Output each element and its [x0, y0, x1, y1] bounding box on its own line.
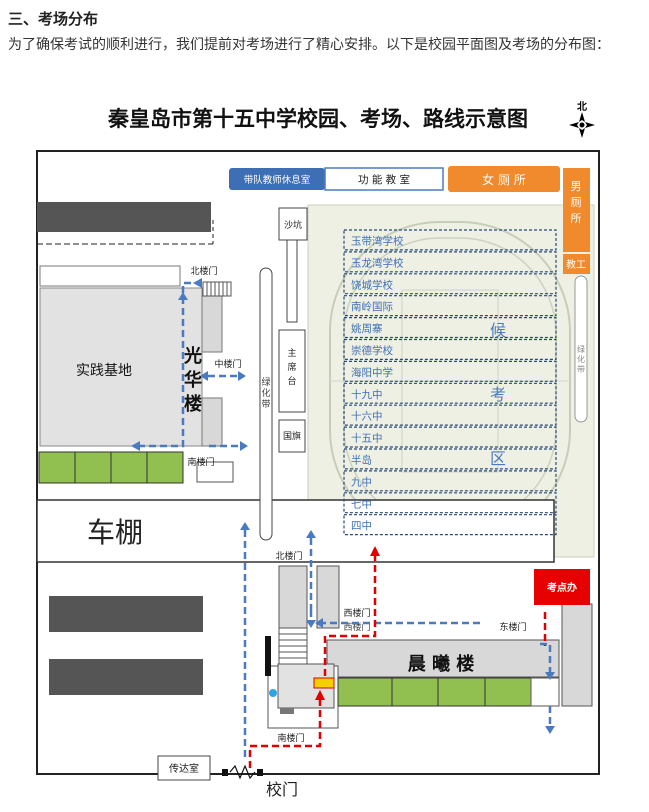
flag-block: [278, 419, 306, 453]
map-title: 秦皇岛市第十五中学校园、考场、路线示意图: [107, 107, 528, 131]
school-row-3: [343, 273, 557, 295]
school-row-6: [343, 338, 557, 360]
school-row-9: [343, 404, 557, 426]
podium-label: 主席台: [287, 347, 296, 387]
guard-room-label: 传达室: [169, 762, 199, 775]
practice-base-block: 实践基地: [39, 265, 203, 447]
green-blocks-left: [38, 451, 184, 484]
cx-west-door-label: 西楼门: [343, 607, 370, 619]
left-building-top: [37, 202, 211, 232]
school-row-5: [343, 317, 557, 339]
flag-label: 国旗: [283, 430, 301, 442]
school-row-11: [343, 448, 557, 470]
gh-middle-door-label: 中楼门: [214, 358, 241, 370]
chenxi-label: 晨 曦 楼: [408, 653, 475, 675]
school-row-12: [343, 470, 557, 492]
podium-block: [278, 329, 306, 413]
section-heading: 三、考场分布: [8, 10, 99, 28]
waiting-char-3: 区: [490, 449, 506, 468]
gate-label: 校门: [266, 780, 298, 799]
school-row-1: [343, 229, 557, 251]
bike-shed-block: [36, 499, 555, 563]
left-building-bottom-2: [49, 659, 203, 695]
school-label-3: 饶城学校: [351, 278, 393, 291]
guanghua-building: 光华楼 北楼门 中楼门 南楼门: [183, 265, 242, 483]
bike-shed-label: 车棚: [87, 516, 143, 549]
school-label-8: 十九中: [351, 388, 383, 401]
gh-north-door-label: 北楼门: [190, 265, 217, 277]
school-row-10: [343, 426, 557, 448]
school-row-7: [343, 360, 557, 382]
exam-office-block: [534, 569, 590, 605]
red-route-paths: [248, 556, 547, 768]
guanghua-label: 光华楼: [183, 345, 202, 415]
exam-office-label: 考点办: [547, 581, 577, 594]
school-row-8: [343, 382, 557, 404]
sandpit-lane: [286, 239, 298, 323]
green-belt-left-label: 绿化带: [261, 376, 270, 410]
gh-south-door-label: 南楼门: [187, 456, 214, 468]
female-restroom-label: 女 厕 所: [482, 172, 526, 187]
blue-route-arrows: [131, 278, 555, 734]
school-label-14: 四中: [351, 519, 372, 532]
school-row-4: [343, 295, 557, 317]
male-restroom-label: 男厕所: [571, 180, 582, 225]
green-belt-left: [259, 267, 273, 541]
school-label-13: 七中: [351, 497, 372, 510]
waiting-char-1: 候: [490, 321, 506, 340]
waiting-char-2: 考: [490, 385, 506, 404]
school-label-12: 九中: [351, 475, 372, 488]
function-room-block: 功 能 教 室: [324, 167, 444, 191]
sandpit-block: [278, 207, 308, 241]
school-label-1: 玉带湾学校: [351, 235, 404, 248]
school-row-14: [343, 514, 557, 536]
gate-icon: [222, 764, 263, 780]
compass-icon: 北: [569, 100, 595, 138]
cx-north-door-label: 北楼门: [275, 550, 302, 562]
waiting-area-list: 玉带湾学校玉龙湾学校饶城学校南岭国际姚周寨崇德学校海阳中学十九中十六中十五中半岛…: [343, 229, 557, 536]
cx-east-door-label: 东楼门: [499, 621, 526, 633]
function-room-label: 功 能 教 室: [358, 173, 410, 186]
cx-south-door-label: 南楼门: [277, 732, 304, 744]
left-building-bottom-1: [49, 596, 203, 632]
school-label-9: 十六中: [351, 410, 383, 423]
school-label-11: 半岛: [351, 454, 372, 467]
intro-paragraph: 为了确保考试的顺利进行，我们提前对考场进行了精心安排。以下是校园平面图及考场的分…: [8, 37, 610, 53]
chenxi-building: 晨 曦 楼 北楼门 西楼门 西楼门 东楼门 南楼门: [265, 550, 593, 744]
school-label-2: 玉龙湾学校: [351, 256, 404, 269]
male-restroom-block: 男厕所 教工: [563, 168, 590, 274]
school-row-2: [343, 251, 557, 273]
female-restroom-block: 女 厕 所: [448, 166, 560, 192]
red-route-arrows: [315, 546, 380, 700]
school-label-5: 姚周寨: [351, 322, 383, 335]
school-row-13: [343, 492, 557, 514]
guard-room-block: [157, 755, 211, 781]
teacher-lounge-block: 带队教师休息室: [229, 168, 325, 190]
teacher-lounge-label: 带队教师休息室: [244, 174, 311, 186]
green-belt-right: [574, 275, 588, 423]
practice-base-label: 实践基地: [76, 362, 132, 379]
sandpit-label: 沙坑: [284, 219, 302, 231]
staff-label: 教工: [566, 258, 586, 271]
school-label-4: 南岭国际: [351, 300, 393, 313]
blue-route-paths: [140, 281, 552, 760]
school-label-7: 海阳中学: [351, 366, 393, 379]
compass-north: 北: [577, 100, 587, 113]
school-label-10: 十五中: [351, 432, 383, 445]
green-belt-right-label: 绿化带: [577, 345, 585, 374]
school-label-6: 崇德学校: [351, 344, 393, 357]
